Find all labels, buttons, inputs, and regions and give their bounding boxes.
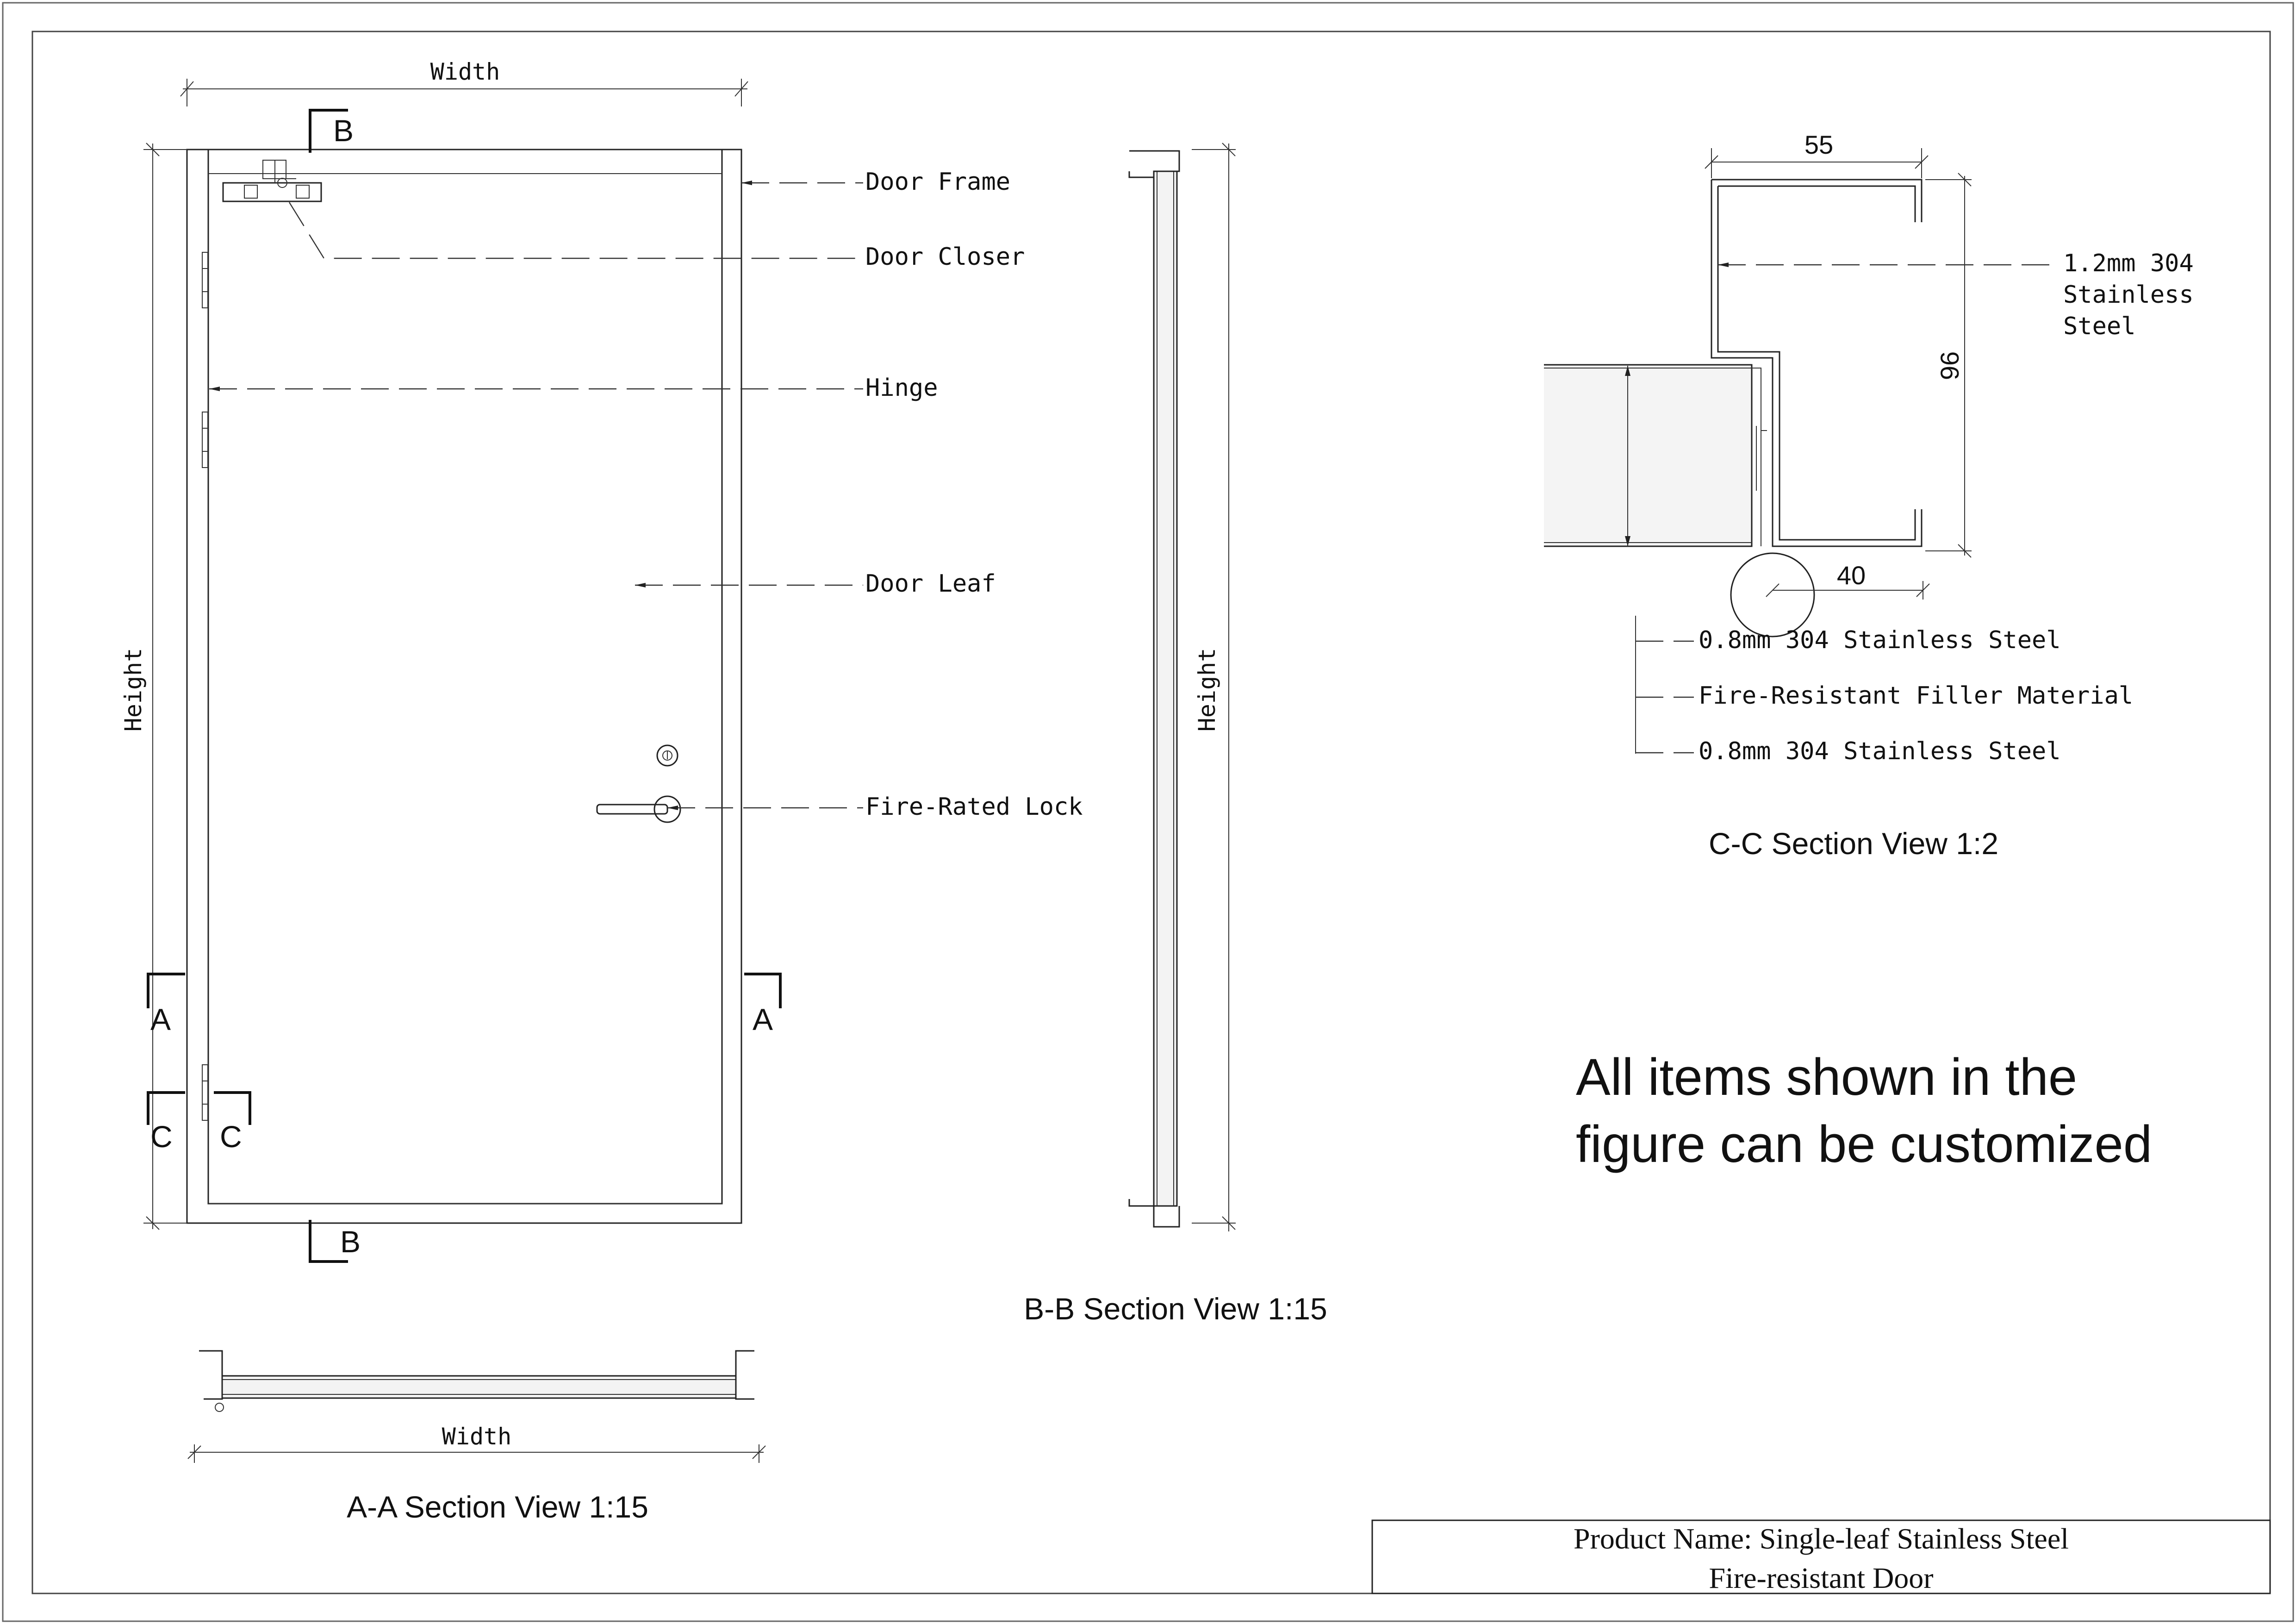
fire-rated-lock-icon [596, 744, 681, 823]
hinge-callout: Hinge [865, 374, 938, 402]
cc-leaf-slab [1544, 364, 1753, 547]
section-a-left-label: A [150, 1002, 171, 1037]
hinge-icon-bottom [202, 1064, 208, 1121]
section-b-top-label: B [333, 113, 354, 148]
title-block-line2: Fire-resistant Door [1709, 1562, 1933, 1594]
cc-dim-96: 96 [1935, 351, 1964, 380]
hinge-arrowhead [209, 387, 220, 391]
bb-frame-bottom [1128, 1199, 1180, 1228]
section-b-bottom-marker [309, 1220, 348, 1263]
aa-frame-left [199, 1350, 223, 1400]
door-frame-outline [186, 149, 742, 1224]
front-elevation: Width Height B B A A C C Do [120, 58, 1083, 1263]
door-closer-callout: Door Closer [865, 243, 1025, 271]
inner-sheet-border [31, 31, 2271, 1594]
cc-layer-inner: 0.8mm 304 Stainless Steel [1699, 737, 2061, 765]
bb-height-label: Height [1194, 648, 1220, 732]
customization-note-line1: All items shown in the [1576, 1048, 2077, 1106]
door-leaf-callout: Door Leaf [865, 570, 996, 598]
cc-dim-40: 40 [1837, 561, 1866, 590]
aa-hinge-pin-icon [215, 1403, 224, 1412]
cc-frame-label-line3: Steel [2063, 312, 2136, 340]
cc-frame-label-line1: 1.2mm 304 [2063, 250, 2194, 277]
width-label: Width [430, 58, 500, 85]
width-dimension [180, 79, 748, 106]
door-closer-leader [288, 202, 863, 259]
cc-frame-label-line2: Stainless [2063, 281, 2194, 309]
cc-section-title: C-C Section View 1:2 [1709, 826, 1998, 861]
section-c-left-marker [147, 1091, 185, 1125]
bb-section-view: Height B-B Section View 1:15 [1024, 143, 1327, 1326]
fire-rated-lock-arrowhead [667, 806, 678, 810]
door-frame-arrowhead [741, 181, 752, 185]
bb-leaf-body [1153, 170, 1178, 1207]
cc-layer-outer: 0.8mm 304 Stainless Steel [1699, 626, 2061, 654]
height-dimension [143, 143, 187, 1230]
cc-hinge-knuckle-icon [1730, 552, 1815, 637]
aa-frame-right [735, 1350, 754, 1400]
height-label: Height [120, 648, 147, 732]
section-c-right-label: C [220, 1119, 242, 1154]
section-b-bottom-label: B [340, 1224, 361, 1259]
fire-rated-lock-callout: Fire-Rated Lock [865, 793, 1083, 821]
door-closer-icon [222, 160, 322, 202]
title-block: Product Name: Single-leaf Stainless Stee… [1371, 1519, 2271, 1594]
cc-frame-profile [1711, 179, 1923, 547]
cc-dim-55: 55 [1804, 130, 1833, 159]
customization-note-line2: figure can be customized [1576, 1115, 2152, 1173]
title-block-line1: Product Name: Single-leaf Stainless Stee… [1574, 1522, 2069, 1555]
section-a-left-marker [147, 973, 185, 1008]
section-a-right-marker [744, 973, 782, 1008]
section-b-top-marker [309, 109, 348, 153]
bb-section-title: B-B Section View 1:15 [1024, 1292, 1327, 1326]
section-a-right-label: A [753, 1002, 773, 1037]
door-frame-callout: Door Frame [865, 168, 1010, 196]
hinge-icon-top [202, 252, 208, 308]
aa-section-title: A-A Section View 1:15 [347, 1490, 648, 1524]
bb-frame-top [1128, 150, 1180, 178]
aa-section-view: Width A-A Section View 1:15 [187, 1350, 766, 1524]
section-c-right-marker [214, 1091, 251, 1125]
section-c-left-label: C [150, 1119, 173, 1154]
hinge-icon-middle [202, 412, 208, 468]
cc-section-view: 55 96 40 1.2mm 304 Stainless Steel 0.8mm… [1544, 130, 2194, 861]
aa-width-label: Width [442, 1423, 512, 1450]
door-leaf-outline [207, 149, 723, 1205]
cc-layer-filler: Fire-Resistant Filler Material [1699, 682, 2133, 710]
door-leaf-arrowhead [635, 583, 646, 587]
